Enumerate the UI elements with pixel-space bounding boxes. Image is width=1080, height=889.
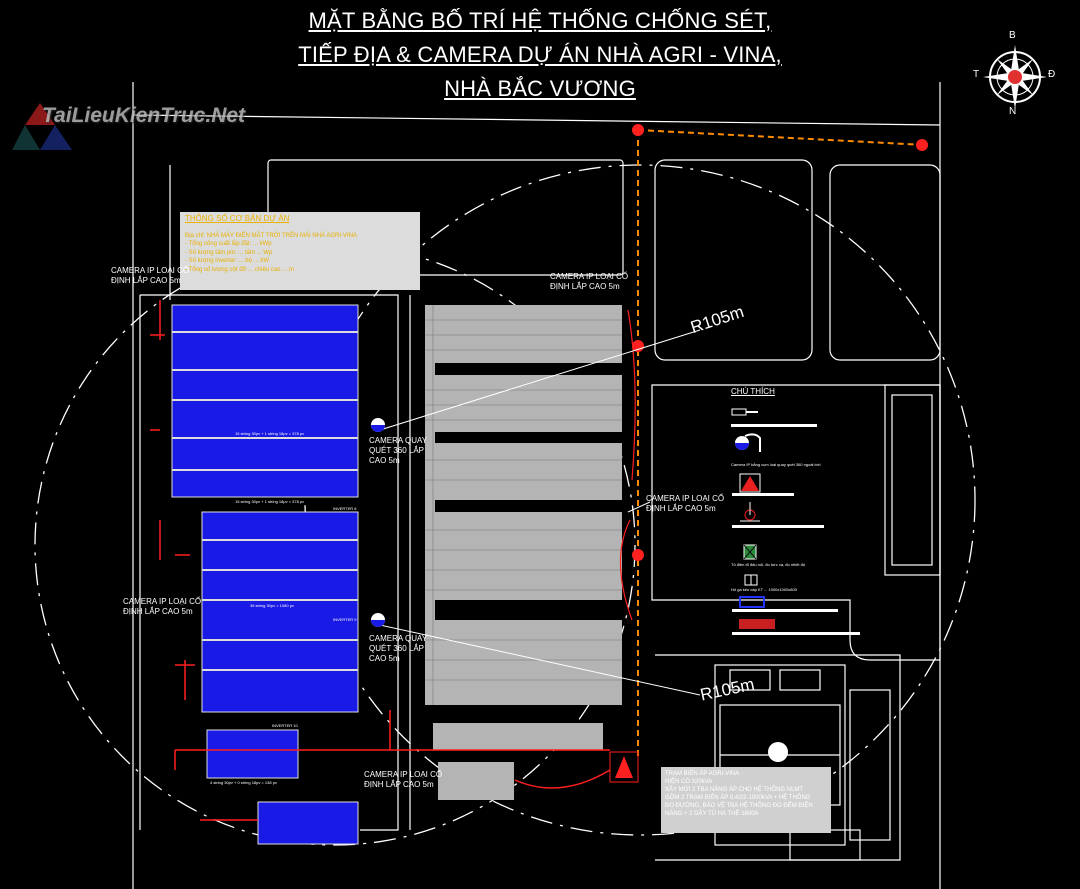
junction-box-legend-icon bbox=[743, 544, 757, 560]
title-line-1: MẶT BẰNG BỐ TRÍ HỆ THỐNG CHỐNG SÉT, bbox=[308, 8, 772, 33]
compass-west-label: T bbox=[973, 69, 980, 80]
legend-text: Tủ điện tổ đấu nối, đo bức xạ, đo nhiệt … bbox=[731, 562, 806, 567]
compass-north-label: B bbox=[1009, 30, 1016, 41]
legend-text: Hố ga kéo cáp KT ... 1000x1000x800 bbox=[731, 587, 797, 592]
ptz-camera-legend-icon bbox=[735, 433, 761, 452]
field-marker bbox=[768, 742, 788, 762]
lightning-rod-legend-icon bbox=[739, 473, 761, 493]
pv-arrays-blue bbox=[171, 304, 359, 845]
project-notes-box: THÔNG SỐ CƠ BẢN DỰ ÁN Địa chỉ: NHÀ MÁY Đ… bbox=[180, 212, 420, 290]
ptz-camera-icon bbox=[371, 418, 385, 627]
legend-text: Camera IP bằng cụm loại quay quét 360 ng… bbox=[731, 462, 821, 467]
inverter-label: INVERTER 10 bbox=[272, 723, 298, 728]
compass-rose-icon bbox=[983, 45, 1047, 109]
legend-icons bbox=[731, 408, 860, 635]
array-label: 15 string 30pv + 1 string 18pv = 378 pv bbox=[235, 499, 305, 504]
watermark-text: TaiLieuKienTruc.Net bbox=[42, 104, 246, 127]
watermark-logo bbox=[12, 103, 72, 150]
inverter-label: INVERTER 9 bbox=[333, 617, 357, 622]
title-line-2: TIẾP ĐỊA & CAMERA DỰ ÁN NHÀ AGRI - VINA, bbox=[298, 42, 782, 67]
cable-pit-legend-icon bbox=[744, 574, 758, 586]
lightning-conductor bbox=[150, 124, 928, 821]
notes-line: Địa chỉ: NHÀ MÁY ĐIỆN MẶT TRỜI TRÊN MÁI … bbox=[185, 232, 358, 239]
notes-line: - Tổng số lượng cột đỡ ... chiều cao ...… bbox=[185, 266, 294, 273]
notes-heading: THÔNG SỐ CƠ BẢN DỰ ÁN bbox=[185, 214, 290, 223]
camera-leader-lines bbox=[379, 329, 701, 696]
pv-arrays-gray bbox=[425, 305, 622, 800]
notes-line: - Số lượng inverter: ... bộ ... kW bbox=[185, 258, 269, 264]
grounding-legend-icon bbox=[740, 502, 760, 522]
compass-south-label: N bbox=[1009, 106, 1017, 117]
notes-line: - Số lượng tấm pin: ... tấm ... Wp bbox=[185, 249, 273, 256]
title-line-3: NHÀ BẮC VƯƠNG bbox=[444, 76, 636, 101]
inverter-label: INVERTER 8 bbox=[333, 506, 357, 511]
legend-title: CHÚ THÍCH bbox=[731, 387, 775, 396]
array-label: 36 string 30pv = 1080 pv bbox=[250, 603, 294, 608]
notes-line: - Tổng công suất lắp đặt: ... kWp bbox=[185, 241, 272, 247]
substation-note: TRẠM BIẾN ÁP AGRI-VINA HIỆN CÓ 320kVA XÂ… bbox=[661, 767, 831, 833]
compass-east-label: Đ bbox=[1048, 69, 1056, 80]
fixed-camera-icon bbox=[731, 408, 758, 416]
array-label: 4 string 30pv + 0 string 18pv = 138 pv bbox=[210, 780, 277, 785]
array-label: 15 string 30pv + 1 string 18pv = 378 pv bbox=[235, 431, 305, 436]
site-boundary bbox=[132, 82, 941, 889]
